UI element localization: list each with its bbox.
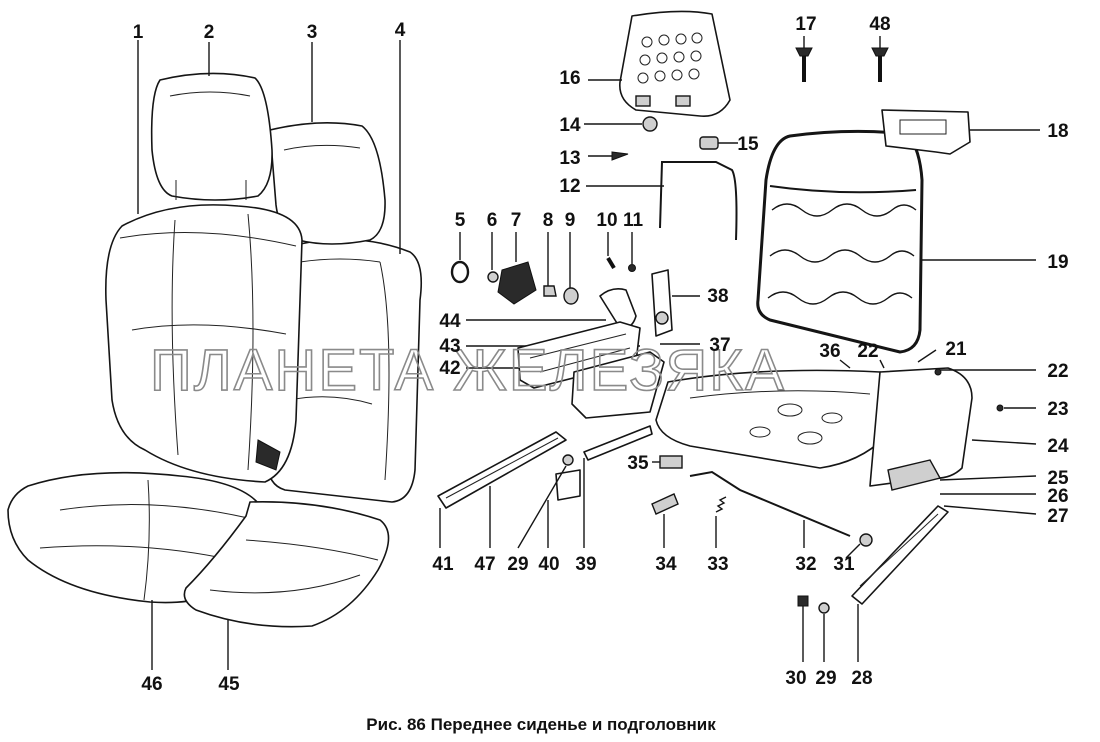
- callout-48: 48: [869, 14, 890, 35]
- callout-12: 12: [559, 176, 580, 197]
- callout-41: 41: [432, 554, 454, 575]
- callout-4: 4: [395, 20, 406, 41]
- seat-frame: [571, 349, 937, 469]
- callout-31: 31: [833, 554, 855, 575]
- callout-45: 45: [218, 674, 240, 695]
- callout-25: 25: [1047, 468, 1069, 489]
- callout-29-upper: 29: [507, 554, 528, 575]
- callout-27: 27: [1047, 506, 1068, 527]
- callout-7: 7: [511, 210, 522, 231]
- callout-14: 14: [559, 115, 581, 136]
- callout-44: 44: [439, 311, 461, 332]
- callout-21: 21: [945, 339, 967, 360]
- callout-39: 39: [575, 554, 596, 575]
- callout-5: 5: [455, 210, 466, 231]
- seat-back-cushion: [105, 204, 303, 483]
- callout-2: 2: [204, 22, 215, 43]
- recliner-parts: [450, 232, 700, 389]
- headrest-frame: [588, 10, 731, 117]
- callout-16: 16: [559, 68, 580, 89]
- callout-24: 24: [1047, 436, 1069, 457]
- callout-35: 35: [627, 453, 649, 474]
- backrest-frame: [756, 109, 1040, 354]
- seat-cushion-pad: [183, 501, 390, 628]
- callout-47: 47: [474, 554, 495, 575]
- callout-23: 23: [1047, 399, 1068, 420]
- callout-6: 6: [487, 210, 498, 231]
- callout-33: 33: [707, 554, 728, 575]
- figure-caption: Рис. 86 Переднее сиденье и подголовник: [366, 715, 716, 734]
- callout-26: 26: [1047, 486, 1068, 507]
- callout-42: 42: [439, 358, 460, 379]
- callout-10: 10: [596, 210, 617, 231]
- callout-36: 36: [819, 341, 840, 362]
- callout-46: 46: [141, 674, 162, 695]
- callout-38: 38: [707, 286, 728, 307]
- headrest-front: [150, 72, 273, 201]
- callout-30: 30: [785, 668, 806, 689]
- seat-cushion-cover: [7, 471, 264, 604]
- callout-43: 43: [439, 336, 460, 357]
- callout-32: 32: [795, 554, 816, 575]
- callout-28: 28: [851, 668, 872, 689]
- callout-1: 1: [133, 22, 144, 43]
- callout-34: 34: [655, 554, 677, 575]
- callout-labels: 1 2 3 4 5 6 7 8 9 10 11 12 13 14 15 16 1…: [133, 14, 1069, 695]
- lower-rails: [437, 425, 851, 549]
- callout-11: 11: [623, 210, 644, 231]
- side-cover: [797, 367, 1037, 662]
- callout-37: 37: [709, 335, 730, 356]
- callout-40: 40: [538, 554, 559, 575]
- callout-29-lower: 29: [815, 668, 836, 689]
- callout-22-upper: 22: [857, 341, 878, 362]
- callout-18: 18: [1047, 121, 1068, 142]
- callout-13: 13: [559, 148, 580, 169]
- callout-8: 8: [543, 210, 554, 231]
- callout-3: 3: [307, 22, 318, 43]
- leader-lines-left: [137, 40, 401, 670]
- callout-15: 15: [737, 134, 759, 155]
- callout-9: 9: [565, 210, 576, 231]
- watermark-text: ПЛАНЕТА ЖЕЛЕЗЯКА: [150, 338, 786, 403]
- callout-19: 19: [1047, 252, 1068, 273]
- callout-22-right: 22: [1047, 361, 1068, 382]
- small-parts-upper: [584, 36, 889, 241]
- callout-17: 17: [795, 14, 816, 35]
